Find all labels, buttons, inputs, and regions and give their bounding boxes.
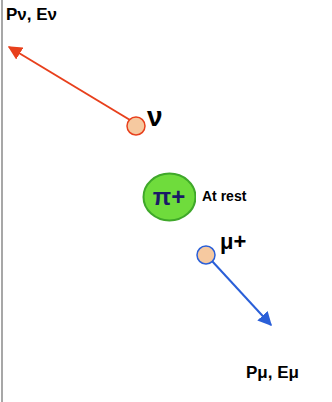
neutrino-momentum-label: Pν, Eν bbox=[6, 6, 57, 25]
neutrino-particle bbox=[127, 117, 145, 135]
particle-name: ν bbox=[147, 102, 163, 133]
particle-symbol: π+ bbox=[142, 172, 197, 222]
particle-name: μ+ bbox=[220, 230, 246, 254]
neutrino-momentum-arrow bbox=[9, 47, 130, 120]
muon-momentum-arrow bbox=[212, 261, 271, 325]
state-note: At rest bbox=[202, 189, 246, 204]
particle-ellipse: π+ bbox=[142, 172, 197, 222]
muon-momentum-label: Pμ, Eμ bbox=[246, 364, 299, 383]
muon-particle bbox=[197, 246, 215, 264]
frame-line bbox=[1, 0, 3, 402]
